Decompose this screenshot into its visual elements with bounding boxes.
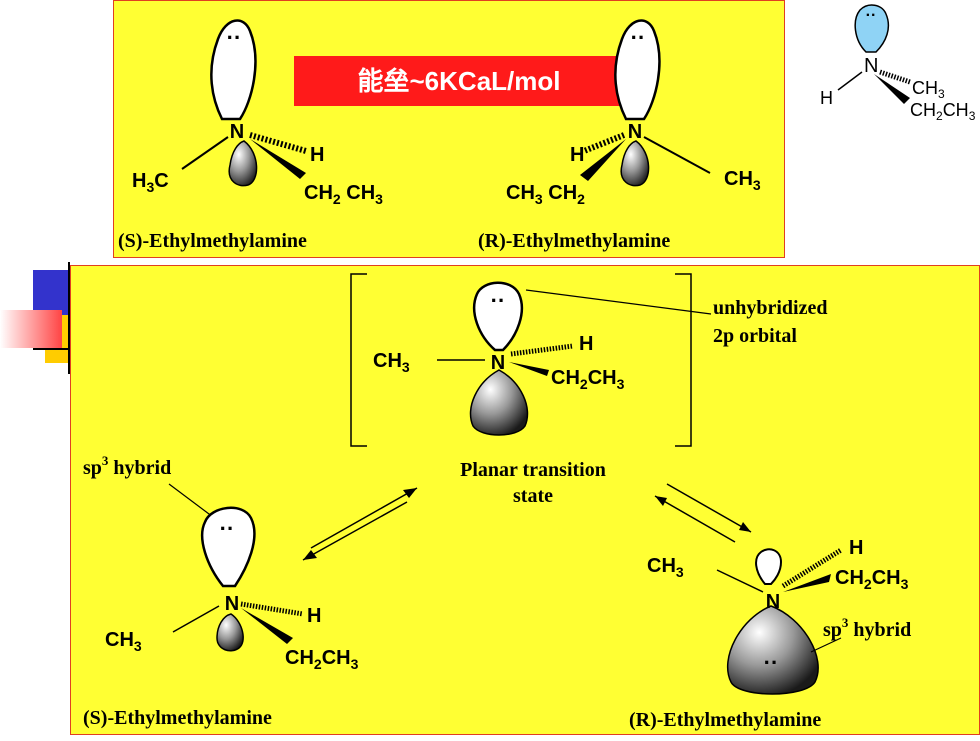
bracket-left (350, 273, 367, 447)
back-lobe (755, 548, 783, 585)
atom-n: N (766, 591, 780, 613)
ethyl-group: CH2CH3 (551, 367, 625, 392)
r-enantiomer-sp3-structure: ·· N H CH3 CH2CH3 sp3 hybrid (R)-Ethylme… (629, 537, 911, 731)
atom-h: H (820, 88, 833, 108)
bond-line (172, 605, 220, 633)
unhybridized-p-orbital (472, 281, 524, 352)
wedge-bond (509, 362, 549, 376)
lone-pair-dots: ·· (866, 7, 877, 24)
hashed-bond (879, 69, 911, 85)
lone-pair-dots: ·· (491, 288, 506, 313)
equilibrium-arrow-left (302, 487, 418, 561)
bond-line (716, 569, 764, 593)
bond-line (643, 136, 711, 174)
unhybridized-orbital-label: unhybridized (713, 297, 827, 319)
methyl-group: CH3 (724, 168, 761, 193)
back-lobe (469, 369, 529, 436)
methyl-group: CH3 (912, 78, 945, 101)
unhybridized-orbital-label-line2: 2p orbital (713, 325, 797, 347)
transition-state-structure: ·· N H CH3 CH2CH3 unhybridized 2p orbita… (350, 273, 827, 507)
lone-pair-orbital (614, 19, 661, 121)
s-enantiomer-label: (S)-Ethylmethylamine (83, 707, 272, 729)
wedge-bond (241, 608, 293, 644)
atom-h: H (307, 605, 321, 627)
s-enantiomer-label: (S)-Ethylmethylamine (118, 230, 307, 252)
back-lobe (216, 613, 244, 652)
lone-pair-orbital (210, 19, 257, 121)
methyl-group: H3C (132, 170, 169, 195)
slide-decoration-hline (33, 348, 93, 350)
lone-pair-dots: ·· (764, 650, 779, 675)
lone-pair-dots: ·· (220, 516, 235, 541)
equilibrium-arrow-right (654, 483, 752, 543)
bond-line (181, 136, 229, 170)
hashed-bond (249, 132, 307, 154)
ethyl-group: CH3 CH2 (506, 182, 585, 207)
bracket-right (675, 273, 692, 447)
wedge-bond (580, 139, 626, 181)
hashed-bond (240, 601, 304, 617)
atom-h: H (579, 333, 593, 355)
bond-line (837, 71, 863, 91)
back-lobe (620, 140, 650, 187)
atom-n: N (864, 55, 878, 77)
atom-h: H (849, 537, 863, 559)
energy-barrier-text: 能垒~6KCaL/mol (358, 66, 561, 96)
atom-h: H (310, 144, 324, 166)
lone-pair-dots: ·· (227, 25, 242, 50)
atom-h: H (570, 144, 584, 166)
pointer-line (525, 289, 712, 315)
methyl-group: CH3 (105, 629, 142, 654)
atom-n: N (225, 593, 239, 615)
hashed-bond (781, 547, 843, 589)
atom-n: N (491, 352, 505, 374)
pointer-line (168, 483, 218, 521)
sp3-orbital (726, 605, 819, 695)
sp3-orbital (200, 506, 256, 588)
r-enantiomer-label: (R)-Ethylmethylamine (478, 230, 670, 252)
top-inversion-panel: ·· N H H3C CH2 CH3 (S)-Ethylmethylamine … (113, 0, 785, 258)
lone-pair-orbital (854, 4, 890, 53)
wedge-bond (874, 74, 910, 104)
top-inversion-diagram: ·· N H H3C CH2 CH3 (S)-Ethylmethylamine … (118, 19, 761, 252)
slide-decoration-vline (68, 262, 70, 374)
bottom-mechanism-panel: ·· N H CH3 CH2CH3 unhybridized 2p orbita… (70, 265, 980, 735)
s-enantiomer-sp3-structure: sp3 hybrid ·· N H CH3 CH2CH3 (S)-Ethylme… (83, 453, 359, 729)
ethyl-group: CH2CH3 (910, 100, 976, 123)
ethyl-group: CH2CH3 (285, 647, 359, 672)
wedge-bond (250, 139, 306, 179)
atom-n: N (230, 121, 244, 143)
r-enantiomer-label: (R)-Ethylmethylamine (629, 709, 821, 731)
lone-pair-dots: ·· (631, 25, 646, 50)
hashed-bond (510, 343, 574, 357)
transition-state-caption: Planar transition (460, 459, 606, 481)
ethyl-group: CH2CH3 (835, 567, 909, 592)
transition-state-caption-line2: state (513, 485, 553, 507)
back-lobe (228, 140, 258, 187)
corner-amine-structure: ·· N H CH3 CH2CH3 (820, 4, 976, 123)
methyl-group: CH3 (647, 555, 684, 580)
methyl-group: CH3 (373, 350, 410, 375)
hashed-bond (582, 132, 626, 154)
sp3-hybrid-label: sp3 hybrid (83, 453, 171, 479)
inversion-mechanism-diagram: ·· N H CH3 CH2CH3 unhybridized 2p orbita… (83, 273, 911, 731)
r-enantiomer-structure: ·· N H CH3 CH3 CH2 (R)-Ethylmethylamine (478, 19, 761, 252)
sp3-hybrid-label: sp3 hybrid (823, 615, 911, 641)
pointer-line (810, 637, 842, 653)
s-enantiomer-structure: ·· N H H3C CH2 CH3 (S)-Ethylmethylamine (118, 19, 383, 252)
ethyl-group: CH2 CH3 (304, 182, 383, 207)
wedge-bond (783, 574, 831, 592)
slide-decoration-blue (33, 270, 73, 315)
slide-decoration-red (0, 310, 62, 348)
energy-barrier-box (294, 56, 624, 106)
atom-n: N (628, 121, 642, 143)
